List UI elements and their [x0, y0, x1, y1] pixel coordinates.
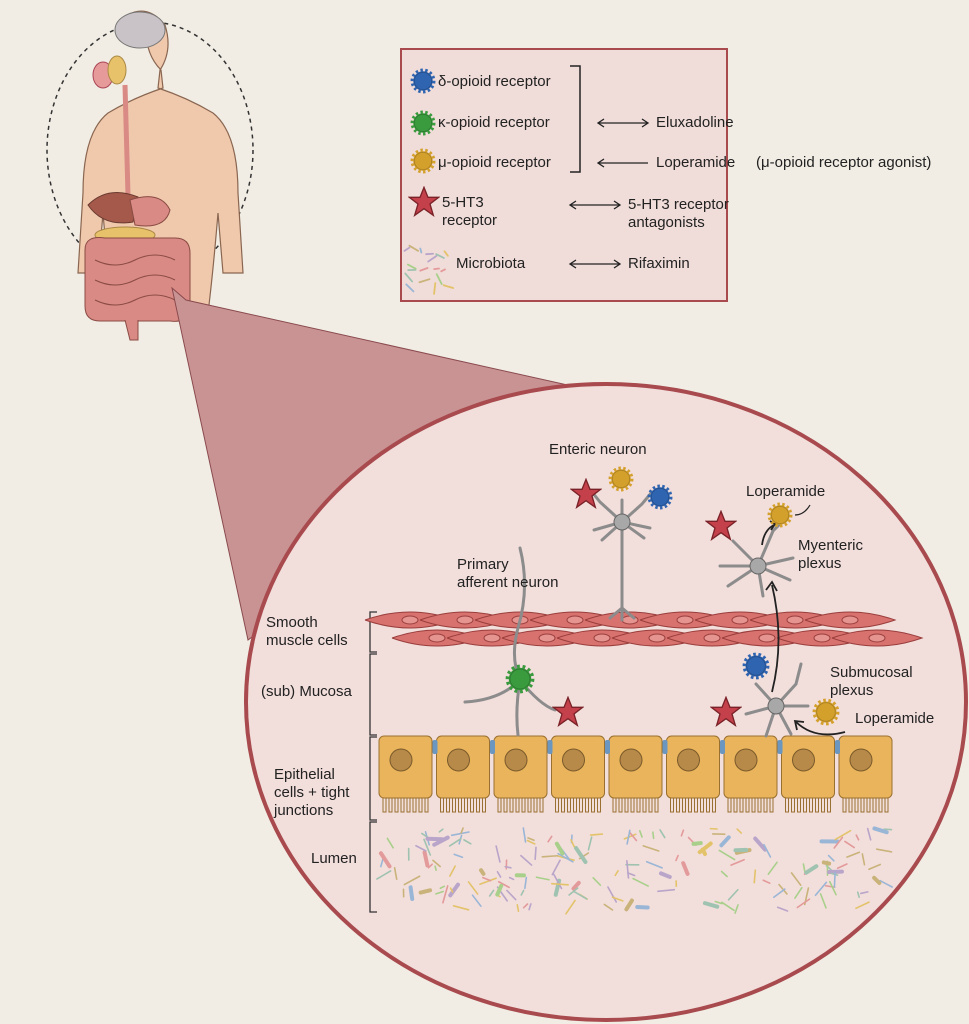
myenteric-arrow [761, 524, 775, 546]
legend-mu-label: μ-opioid receptor [438, 154, 551, 171]
epithelial-layer [378, 735, 893, 813]
legend-arrows [568, 118, 650, 269]
double-arrow-icon [568, 200, 622, 210]
lumen-label: Lumen [311, 850, 357, 867]
left-arrow-icon [596, 158, 648, 168]
tight-junction [720, 740, 725, 754]
myenteric-plexus-label: Myenteric plexus [798, 537, 864, 572]
delta-opioid-receptor-icon [746, 656, 767, 677]
legend-microbiota-label: Microbiota [456, 255, 526, 272]
tight-junction [490, 740, 495, 754]
delta-opioid-receptor-icon [413, 71, 433, 91]
loperamide-bottom-label: Loperamide [855, 710, 935, 727]
neurons [463, 490, 810, 738]
loperamide-note: (μ-opioid receptor agonist) [756, 154, 932, 171]
enteric-neuron-label: Enteric neuron [549, 441, 647, 458]
submucosal-plexus-label: Submucosal plexus [830, 664, 913, 699]
loperamide-label: Loperamide [656, 154, 736, 171]
tight-junction [835, 740, 840, 754]
epithelial-label: Epithelial cells + tight junctions [274, 766, 350, 819]
tight-junction [662, 740, 668, 754]
layer-brackets [369, 611, 377, 913]
signal-arrows [761, 504, 846, 736]
primary-afferent-label: Primary afferent neuron [457, 556, 559, 591]
opioid-bracket [570, 65, 581, 173]
delta-opioid-receptor-icon [650, 487, 670, 507]
legend-5ht3-label: 5-HT3 receptor [442, 194, 498, 229]
kappa-opioid-receptor-icon [509, 668, 532, 691]
tight-junction [777, 740, 783, 754]
mu-opioid-receptor-icon [770, 505, 790, 525]
legend-delta-label: δ-opioid receptor [438, 73, 551, 90]
tight-junction [547, 740, 553, 754]
tight-junction [432, 740, 438, 754]
lumen-microbiota [376, 826, 893, 915]
human-body-illustration [46, 10, 254, 341]
submucosal-to-myenteric-arrow [771, 584, 780, 693]
microbiota-icon [403, 244, 455, 295]
loperamide-arrow [795, 721, 846, 736]
myenteric-plexus-neuron [718, 514, 795, 598]
smooth-muscle-layer [364, 611, 924, 647]
primary-afferent-neuron [463, 546, 557, 737]
legend-kappa-label: κ-opioid receptor [438, 114, 550, 131]
eluxadoline-label: Eluxadoline [656, 114, 734, 131]
enteric-neuron [590, 490, 654, 622]
loperamide-top-label: Loperamide [746, 483, 826, 500]
double-arrow-icon [596, 118, 650, 128]
smooth-muscle-label: Smooth muscle cells [266, 614, 348, 649]
mucosa-label: (sub) Mucosa [261, 683, 352, 700]
submucosal-plexus-neuron [744, 662, 810, 738]
kappa-opioid-receptor-icon [413, 113, 433, 133]
mu-opioid-receptor-icon [611, 469, 631, 489]
antagonists-label: 5-HT3 receptor antagonists [628, 196, 729, 231]
mu-opioid-receptor-icon [413, 151, 433, 171]
detail-circle [244, 382, 968, 1022]
rifaximin-label: Rifaximin [628, 255, 690, 272]
legend-box [400, 48, 728, 302]
mu-opioid-receptor-icon [816, 702, 837, 723]
tight-junction [605, 740, 610, 754]
double-arrow-icon [568, 259, 622, 269]
